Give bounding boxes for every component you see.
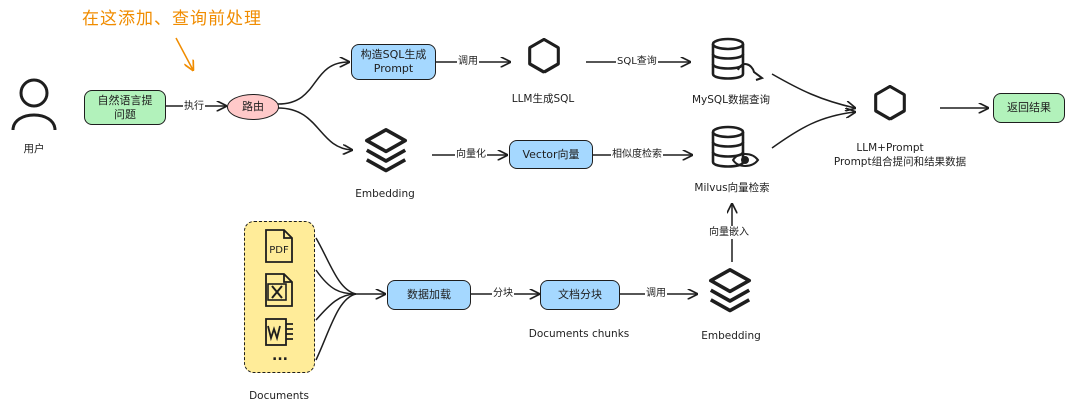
milvus-search-caption: Milvus向量检索 — [694, 182, 770, 194]
openai-icon — [528, 35, 566, 74]
edge-milvus-to-llm-prompt — [771, 112, 855, 149]
data-load-node[interactable]: 数据加载 — [387, 280, 471, 310]
documents-group — [244, 221, 315, 373]
database-icon — [711, 125, 745, 168]
embedding-top-caption: Embedding — [355, 188, 415, 200]
edge-mysql-to-llm-prompt — [771, 73, 855, 108]
edge-doc-4 — [315, 293, 357, 361]
layers-icon — [708, 267, 752, 313]
mysql-dolphin-icon — [737, 63, 765, 81]
doc-chunk-label: 文档分块 — [558, 288, 602, 301]
data-load-label: 数据加载 — [407, 288, 451, 301]
edge-annotation — [175, 37, 193, 70]
edge-label-chunking: 分块 — [492, 287, 514, 300]
eye-icon — [731, 153, 760, 167]
llm-sql-caption: LLM生成SQL — [511, 93, 575, 105]
router-label: 路由 — [242, 100, 264, 113]
layers-icon — [364, 128, 408, 173]
edge-router-to-construct — [277, 62, 349, 105]
edge-label-sql-query: SQL查询 — [616, 55, 658, 68]
construct-sql-label: 构造SQL生成Prompt — [360, 48, 427, 75]
vector-label: Vector向量 — [522, 147, 580, 161]
edge-doc-1 — [315, 237, 357, 295]
edge-doc-3 — [315, 293, 357, 321]
edge-label-invoke-top: 调用 — [457, 55, 479, 68]
excel-file-icon — [262, 272, 296, 308]
pdf-file-icon: PDF — [262, 228, 296, 264]
edge-label-similarity-search: 相似度检索 — [611, 148, 663, 161]
word-file-icon — [262, 316, 296, 348]
llm-prompt-caption-line2: Prompt组合提问和结果数据 — [833, 156, 967, 168]
edge-label-invoke-bottom: 调用 — [645, 287, 667, 300]
documents-chunks-caption: Documents chunks — [528, 328, 630, 340]
openai-icon — [874, 82, 912, 121]
return-result-label: 返回结果 — [1007, 101, 1051, 114]
embedding-bottom-caption: Embedding — [701, 330, 761, 342]
edge-router-to-embedding — [277, 107, 352, 150]
construct-sql-node[interactable]: 构造SQL生成Prompt — [351, 44, 436, 80]
edge-label-vectorize: 向量化 — [455, 148, 487, 161]
user-label: 用户 — [23, 143, 45, 155]
nl-question-node[interactable]: 自然语言提问题 — [84, 90, 166, 125]
doc-chunk-node[interactable]: 文档分块 — [540, 280, 620, 310]
user-icon — [11, 78, 57, 131]
more-files-ellipsis: ... — [272, 348, 288, 364]
llm-prompt-caption-line1: LLM+Prompt — [856, 142, 924, 154]
annotation-text: 在这添加、查询前处理 — [82, 9, 262, 29]
return-result-node[interactable]: 返回结果 — [993, 93, 1065, 123]
edge-label-execute: 执行 — [183, 100, 205, 113]
mysql-query-caption: MySQL数据查询 — [691, 94, 771, 106]
pdf-text: PDF — [269, 245, 289, 256]
edge-label-vector-embed: 向量嵌入 — [708, 226, 750, 239]
vector-node[interactable]: Vector向量 — [509, 140, 593, 169]
edge-doc-2 — [315, 269, 357, 295]
nl-question-label: 自然语言提问题 — [97, 93, 153, 121]
database-icon — [711, 37, 745, 80]
router-node[interactable]: 路由 — [227, 94, 279, 120]
documents-caption: Documents — [249, 390, 309, 402]
